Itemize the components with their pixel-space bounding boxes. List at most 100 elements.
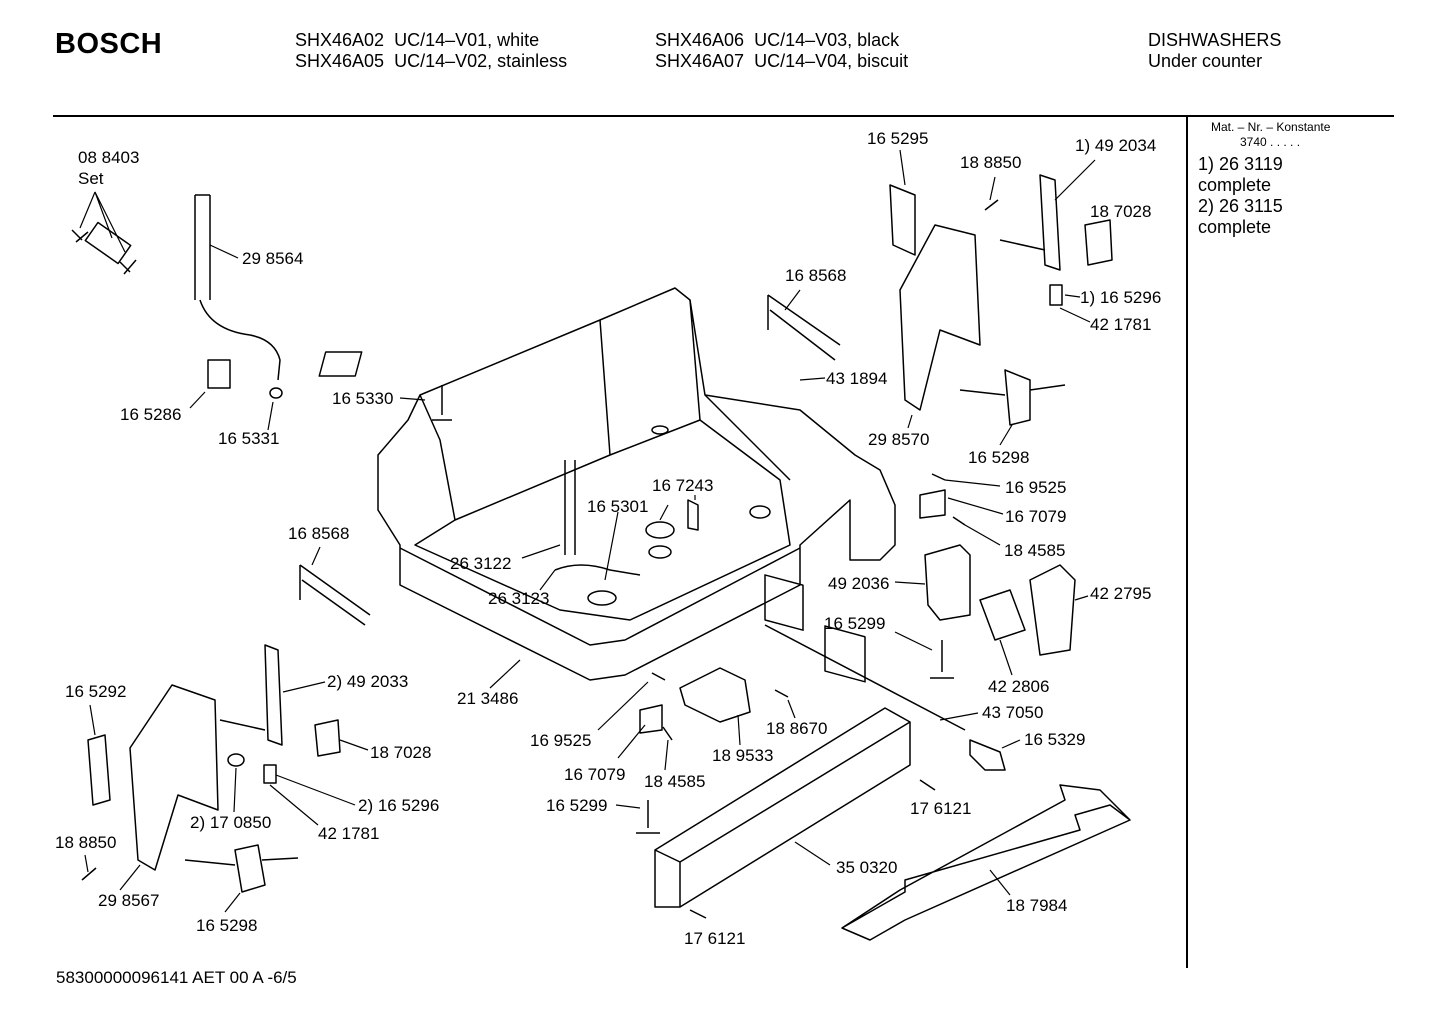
part-label: 2) 17 0850 (190, 813, 271, 832)
screw-16-9525-mid-drawing (651, 672, 666, 681)
leader-42-1781-left (269, 784, 319, 826)
leader-18-9533 (737, 714, 741, 746)
part-label: 26 3123 (488, 589, 549, 608)
clip-16-7243-drawing (687, 499, 699, 531)
wire-26-3123-drawing (554, 564, 641, 576)
part-label: 16 5330 (332, 389, 393, 408)
holder-49-2036-drawing (924, 544, 971, 621)
leader-43-7050 (939, 712, 979, 721)
base-tub-inner-floor (414, 419, 791, 621)
leader-16-5286 (189, 391, 206, 409)
leader-18-8850-left (84, 854, 89, 873)
part-label: 16 7079 (1005, 507, 1066, 526)
leader-17-0850 (233, 767, 237, 813)
part-label: 16 9525 (1005, 478, 1066, 497)
screw-16-5299-right-drawing (930, 640, 954, 679)
part-label: 16 5298 (196, 916, 257, 935)
model-line-1: SHX46A02 UC/14–V01, white (295, 30, 539, 51)
part-label: 1) 16 5296 (1080, 288, 1161, 307)
part-label: 29 8564 (242, 249, 303, 268)
leader-18-7028-left (339, 739, 369, 751)
base-tub-drawing (377, 287, 896, 681)
part-label: 42 2795 (1090, 584, 1151, 603)
leader-16-5296-top (1064, 294, 1081, 298)
part-label: 1) 49 2034 (1075, 136, 1156, 155)
leader-16-5298-top (999, 424, 1013, 446)
category-title: DISHWASHERS (1148, 30, 1282, 50)
part-label: 21 3486 (457, 689, 518, 708)
leader-16-8568-top (784, 289, 801, 311)
leader-16-5329 (1001, 739, 1021, 749)
leader-49-2034 (1054, 159, 1096, 201)
sump-ring (645, 521, 675, 539)
filter-42-2795-drawing (1029, 564, 1076, 656)
part-label: 16 5299 (546, 796, 607, 815)
bracket-49-2034-drawing (999, 174, 1061, 271)
cam-16-5296-top-drawing (1049, 284, 1063, 306)
part-label: 17 6121 (910, 799, 971, 818)
model-line-2: SHX46A05 UC/14–V02, stainless (295, 51, 567, 72)
panel-18-7984-drawing (841, 784, 1131, 941)
part-label: 16 8568 (785, 266, 846, 285)
leader-35-0320 (794, 841, 831, 866)
part-label: 42 1781 (1090, 315, 1151, 334)
model-line-4: SHX46A07 UC/14–V04, biscuit (655, 51, 908, 72)
kickplate-35-0320-drawing (654, 707, 911, 908)
leader-16-5296-left (275, 774, 356, 806)
pump-cap (587, 590, 617, 606)
drawing-group (71, 174, 1131, 941)
leader-49-2033 (282, 681, 326, 693)
leader-16-7079-right (947, 497, 1004, 515)
model-variant: UC/14–V02, stainless (394, 51, 568, 71)
part-label: 18 9533 (712, 746, 773, 765)
part-label: 16 5292 (65, 682, 126, 701)
leader-16-5299-right (894, 631, 933, 651)
part-label: 26 3122 (450, 554, 511, 573)
part-label: 18 7028 (1090, 202, 1151, 221)
leader-08-8403 (79, 191, 126, 253)
hose-clamp-drawing (71, 229, 137, 275)
part-label: 16 5298 (968, 448, 1029, 467)
screw-16-5330-drawing (432, 385, 452, 421)
model-variant: UC/14–V03, black (754, 30, 900, 50)
model-line-3: SHX46A06 UC/14–V03, black (655, 30, 899, 51)
sensor-16-5298-top-drawing (959, 369, 1066, 426)
leader-18-7984 (989, 869, 1011, 896)
screw-18-4585-right-drawing (952, 516, 966, 526)
cover-16-5292-drawing (87, 734, 111, 806)
base-tub-hole (749, 505, 771, 519)
leader-18-4585-mid (664, 739, 669, 771)
screw-16-5299-left-drawing (636, 800, 660, 834)
base-tub-rib (564, 460, 576, 555)
part-label: 18 7028 (370, 743, 431, 762)
part-label: 2) 16 5296 (358, 796, 439, 815)
float-switch-drawing (318, 351, 363, 377)
valve-18-9533-drawing (679, 667, 751, 723)
part-label: 16 5331 (218, 429, 279, 448)
part-label: 18 4585 (1004, 541, 1065, 560)
leader-16-5301 (604, 504, 669, 581)
part-label: 35 0320 (836, 858, 897, 877)
bracket-29-8567-drawing (129, 684, 219, 871)
part-label: 18 7984 (1006, 896, 1067, 915)
base-tub-wall (419, 299, 791, 521)
part-label: 16 5329 (1024, 730, 1085, 749)
leader-16-9525-right (944, 479, 1001, 487)
bracket-16-7079-mid-drawing (639, 704, 663, 734)
side-divider (1186, 116, 1188, 968)
screw-18-8850-left-drawing (81, 867, 97, 881)
part-label: 16 7243 (652, 476, 713, 495)
part-label: 18 4585 (644, 772, 705, 791)
screw-17-6121-right-drawing (919, 779, 936, 791)
part-label: 16 5286 (120, 405, 181, 424)
part-label: 49 2036 (828, 574, 889, 593)
bracket-42-2806-drawing (979, 589, 1026, 641)
part-label: 16 5301 (587, 497, 648, 516)
cover-16-5295-drawing (889, 184, 916, 256)
part-label: 18 8850 (55, 833, 116, 852)
leader-16-5298-left (224, 892, 241, 913)
leader-18-8670 (787, 699, 796, 719)
clip-18-7028-top-drawing (1084, 219, 1113, 266)
leader-16-8568-left (311, 546, 321, 566)
